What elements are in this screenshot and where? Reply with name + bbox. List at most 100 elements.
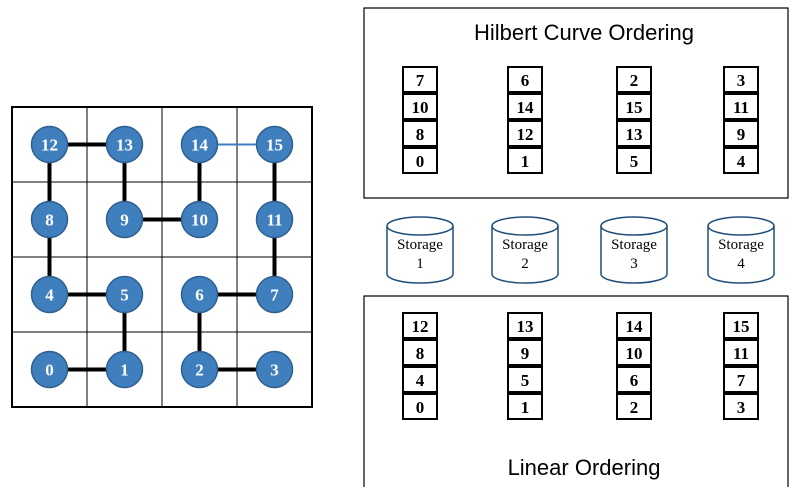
hilbert-cell-2: 2 bbox=[616, 66, 652, 93]
linear-panel-border bbox=[363, 295, 789, 487]
cell-label: 0 bbox=[416, 152, 425, 171]
cell-label: 12 bbox=[412, 317, 429, 336]
cell-box bbox=[616, 312, 652, 339]
node-circle bbox=[105, 350, 144, 389]
grid-node-11: 11 bbox=[255, 200, 294, 239]
linear-cell-13: 13 bbox=[507, 312, 543, 339]
cylinder-top bbox=[386, 216, 454, 236]
node-label: 2 bbox=[195, 361, 204, 380]
node-circle bbox=[180, 350, 219, 389]
node-label: 7 bbox=[270, 286, 279, 305]
linear-cell-9: 9 bbox=[507, 339, 543, 366]
cylinder-top bbox=[491, 216, 559, 236]
cylinder-top bbox=[707, 216, 775, 236]
node-label: 13 bbox=[116, 136, 133, 155]
cell-label: 10 bbox=[626, 344, 643, 363]
cell-label: 15 bbox=[733, 317, 750, 336]
linear-cell-4: 4 bbox=[402, 366, 438, 393]
grid-node-10: 10 bbox=[180, 200, 219, 239]
linear-cell-7: 7 bbox=[723, 366, 759, 393]
node-label: 0 bbox=[45, 361, 54, 380]
linear-cell-11: 11 bbox=[723, 339, 759, 366]
hilbert-cell-4: 4 bbox=[723, 147, 759, 174]
cell-box bbox=[616, 366, 652, 393]
cylinder-body bbox=[491, 226, 559, 284]
cell-label: 14 bbox=[517, 98, 535, 117]
cell-label: 13 bbox=[626, 125, 643, 144]
hilbert-column-1: 7 10 8 0 bbox=[402, 66, 438, 174]
storage-label: Storage bbox=[397, 237, 443, 253]
cell-label: 15 bbox=[626, 98, 643, 117]
linear-cell-0: 0 bbox=[402, 393, 438, 420]
linear-cell-6: 6 bbox=[616, 366, 652, 393]
hilbert-cell-12: 12 bbox=[507, 120, 543, 147]
hilbert-cell-8: 8 bbox=[402, 120, 438, 147]
linear-cell-8: 8 bbox=[402, 339, 438, 366]
cell-label: 7 bbox=[416, 71, 425, 90]
cell-box bbox=[507, 66, 543, 93]
cell-label: 3 bbox=[737, 71, 746, 90]
cell-label: 10 bbox=[412, 98, 429, 117]
hilbert-cell-10: 10 bbox=[402, 93, 438, 120]
hilbert-cell-3: 3 bbox=[723, 66, 759, 93]
grid-node-7: 7 bbox=[255, 275, 294, 314]
linear-column-1: 12 8 4 0 bbox=[402, 312, 438, 420]
cylinder-body bbox=[386, 226, 454, 284]
cell-label: 14 bbox=[626, 317, 644, 336]
cell-box bbox=[507, 120, 543, 147]
linear-cell-1: 1 bbox=[507, 393, 543, 420]
cell-label: 4 bbox=[416, 371, 425, 390]
cell-box bbox=[723, 312, 759, 339]
cell-box bbox=[507, 147, 543, 174]
cell-label: 2 bbox=[630, 398, 639, 417]
linear-column-3: 14 10 6 2 bbox=[616, 312, 652, 420]
cell-box bbox=[507, 339, 543, 366]
grid-lines bbox=[12, 107, 312, 407]
cell-box bbox=[723, 93, 759, 120]
hilbert-cell-9: 9 bbox=[723, 120, 759, 147]
cell-box bbox=[723, 393, 759, 420]
cell-label: 2 bbox=[630, 71, 639, 90]
cell-box bbox=[616, 147, 652, 174]
cell-box bbox=[402, 366, 438, 393]
node-label: 1 bbox=[120, 361, 129, 380]
node-circle bbox=[30, 200, 69, 239]
grid-node-6: 6 bbox=[180, 275, 219, 314]
node-circle bbox=[180, 200, 219, 239]
node-label: 11 bbox=[266, 211, 282, 230]
linear-cell-2: 2 bbox=[616, 393, 652, 420]
cell-label: 5 bbox=[521, 371, 530, 390]
node-label: 6 bbox=[195, 286, 204, 305]
linear-cell-10: 10 bbox=[616, 339, 652, 366]
grid-node-12: 12 bbox=[30, 125, 69, 164]
node-circle bbox=[255, 125, 294, 164]
node-label: 9 bbox=[120, 211, 129, 230]
hilbert-panel-border bbox=[363, 7, 789, 199]
hilbert-cell-13: 13 bbox=[616, 120, 652, 147]
cell-label: 6 bbox=[521, 71, 530, 90]
node-circle bbox=[255, 200, 294, 239]
cell-box bbox=[616, 93, 652, 120]
cell-box bbox=[616, 66, 652, 93]
cell-label: 1 bbox=[521, 152, 530, 171]
linear-cell-14: 14 bbox=[616, 312, 652, 339]
cell-box bbox=[723, 147, 759, 174]
storage-label: Storage bbox=[611, 237, 657, 253]
hilbert-column-4: 3 11 94 bbox=[723, 66, 759, 174]
storage-label: Storage bbox=[718, 237, 764, 253]
cell-label: 11 bbox=[733, 98, 749, 117]
hilbert-panel-title: Hilbert Curve Ordering bbox=[474, 20, 694, 45]
grid-node-9: 9 bbox=[105, 200, 144, 239]
node-circle bbox=[105, 125, 144, 164]
node-label: 15 bbox=[266, 136, 283, 155]
cell-box bbox=[723, 120, 759, 147]
cell-box bbox=[402, 93, 438, 120]
